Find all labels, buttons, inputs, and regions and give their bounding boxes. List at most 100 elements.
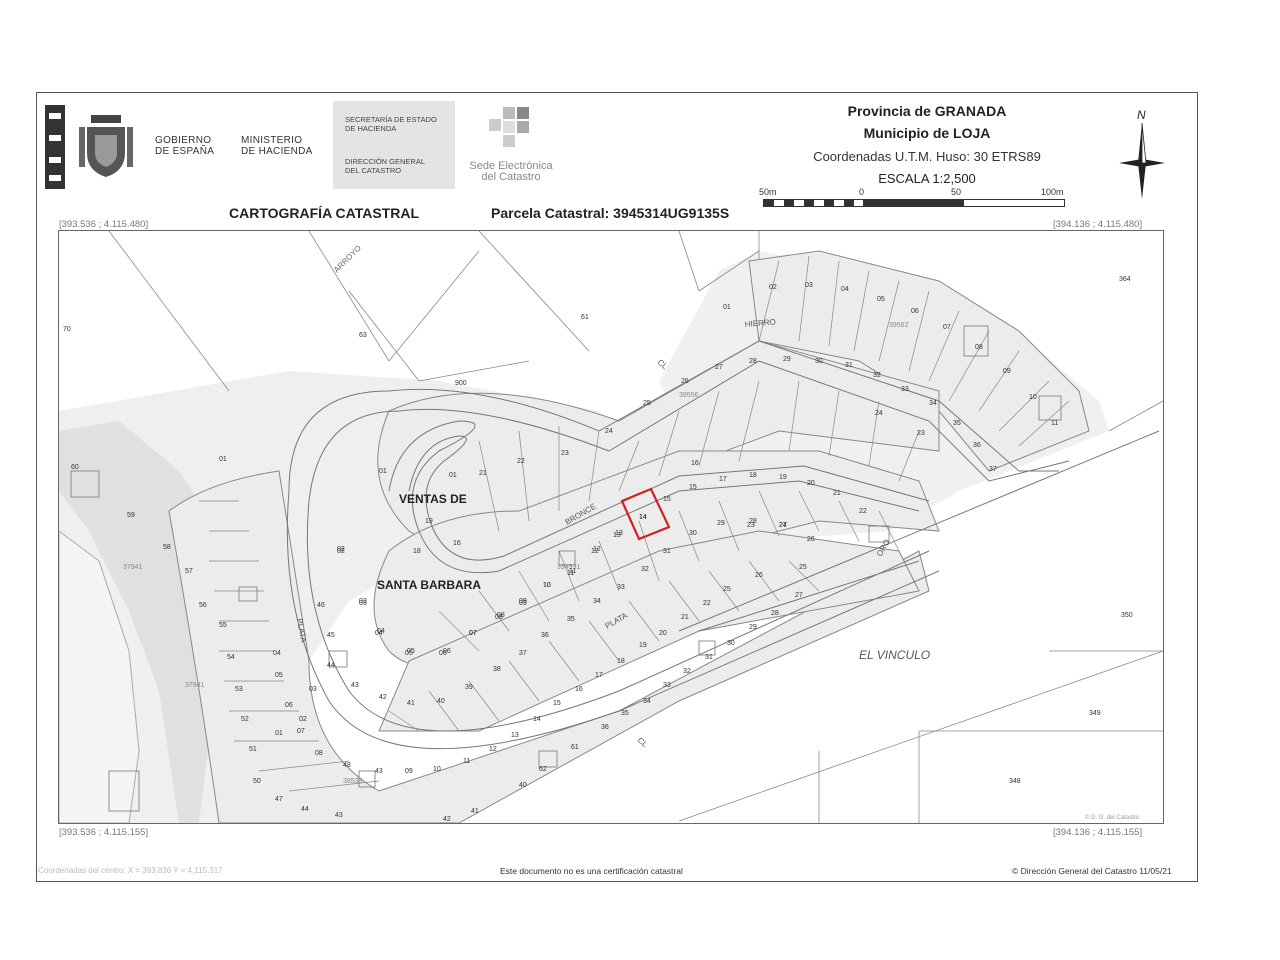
parcel-num: 15 [663,496,671,503]
parcel-num: 04 [375,630,383,637]
parcel-num: 22 [859,508,867,515]
parcel-num: 15 [689,484,697,491]
parcel-num: 56 [199,602,207,609]
parcel-num: 22 [703,600,711,607]
parcel-num: 21 [833,490,841,497]
parcel-num: 364 [1119,276,1131,283]
scale-label: ESCALA 1:2,500 [878,171,976,186]
parcel-num: 16 [691,460,699,467]
corner-top-left: [393.536 ; 4.115.480] [59,219,149,230]
parcel-num: 36 [973,442,981,449]
parcel-num: 09 [405,768,413,775]
parcel-num: 47 [275,796,283,803]
parcel-num: 20 [807,480,815,487]
parcel-num: 30 [815,358,823,365]
parcel-num: 08 [495,614,503,621]
parcel-num: 43 [375,768,383,775]
coat-of-arms-icon [79,115,133,177]
parcel-num: 60 [71,464,79,471]
parcel-num: 13 [613,532,621,539]
parcel-num: 18 [617,658,625,665]
parcel-num: 32 [873,372,881,379]
parcel-num: 23 [747,522,755,529]
parcel-num: 42 [443,816,451,823]
parcel-num: 28 [749,518,757,525]
parcel-num: 18 [749,472,757,479]
parcel-num: 04 [273,650,281,657]
parcel-num: 42 [379,694,387,701]
utm-coordinates: Coordenadas U.T.M. Huso: 30 ETRS89 [813,149,1041,164]
parcel-num: 59 [127,512,135,519]
parcel-num: 31 [845,362,853,369]
parcel-num: 63 [359,332,367,339]
parcel-num: 07 [943,324,951,331]
parcel-num: 17 [595,672,603,679]
corner-bottom-left: [393.536 ; 4.115.155] [59,827,149,838]
parcel-num: 11 [1051,420,1058,427]
parcel-num: 08 [315,750,323,757]
parcel-num: 35 [953,420,961,427]
parcel-num: 03 [359,598,367,605]
parcel-num: 53 [235,686,243,693]
parcel-num: 31 [663,548,671,555]
parcel-num: 26 [681,378,689,385]
parcel-num: 70 [63,326,71,333]
parcel-num: 48 [343,762,351,769]
parcel-num: 29 [717,520,725,527]
parcel-num: 30 [727,640,735,647]
parcel-num: 12 [591,548,599,555]
parcel-num: 14 [639,514,647,521]
parcel-num: 19 [639,642,647,649]
parcel-num: 08 [975,344,983,351]
highlighted-parcel[interactable] [620,487,671,541]
corner-top-right: [394.136 ; 4.115.480] [1053,219,1143,230]
parcel-num: 31 [705,654,713,661]
parcel-num: 58 [163,544,171,551]
parcel-num: 39 [465,684,473,691]
parcel-num: 51 [249,746,257,753]
scale-tick-50: 50 [951,187,962,197]
parcel-num: 26 [807,536,815,543]
parcel-num: 10 [543,582,551,589]
parcel-num: 03 [805,282,813,289]
parcel-num: 45 [327,632,335,639]
parcel-num: 03 [359,600,367,607]
parcel-num: 05 [877,296,885,303]
parcel-num: 15 [553,700,561,707]
parcel-num: 43 [335,812,343,819]
scale-bar-right [863,199,1065,207]
parcel-num: 24 [875,410,883,417]
parcel-num: 19 [425,518,433,525]
parcel-num: 33 [663,682,671,689]
parcel-num: 08 [497,612,505,619]
provincia-title: Provincia de GRANADA [847,103,1007,119]
parcel-num: 01 [449,472,457,479]
parcela-id: Parcela Catastral: 3945314UG9135S [491,205,730,221]
parcel-num: 18 [413,548,421,555]
parcel-num: 38533 [343,778,363,785]
cadastral-map[interactable]: VENTAS DE SANTA BARBARA EL VINCULO ARROY… [58,230,1164,824]
parcel-num: 13 [511,732,519,739]
parcel-num: 36 [541,632,549,639]
parcel-num: 04 [377,628,385,635]
parcel-num: 27 [779,522,787,529]
parcel-num: 38 [493,666,501,673]
map-canvas[interactable]: VENTAS DE SANTA BARBARA EL VINCULO ARROY… [59,231,1163,823]
parcel-num: 35 [621,710,629,717]
parcel-num: 23 [917,430,925,437]
footer-coords: Coordenadas del centro: X = 393,836 Y = … [38,866,223,875]
parcel-num: 50 [253,778,261,785]
parcel-num: 44 [301,806,309,813]
flag-bar-icon [45,105,65,189]
street-plata-left: PLATA [295,618,308,644]
parcel-num: 25 [723,586,731,593]
sede-logo-icon [489,107,529,147]
parcel-num: 24 [605,428,613,435]
parcel-num: 10 [1029,394,1037,401]
parcel-num: 14 [639,514,647,521]
parcel-num: 29 [783,356,791,363]
